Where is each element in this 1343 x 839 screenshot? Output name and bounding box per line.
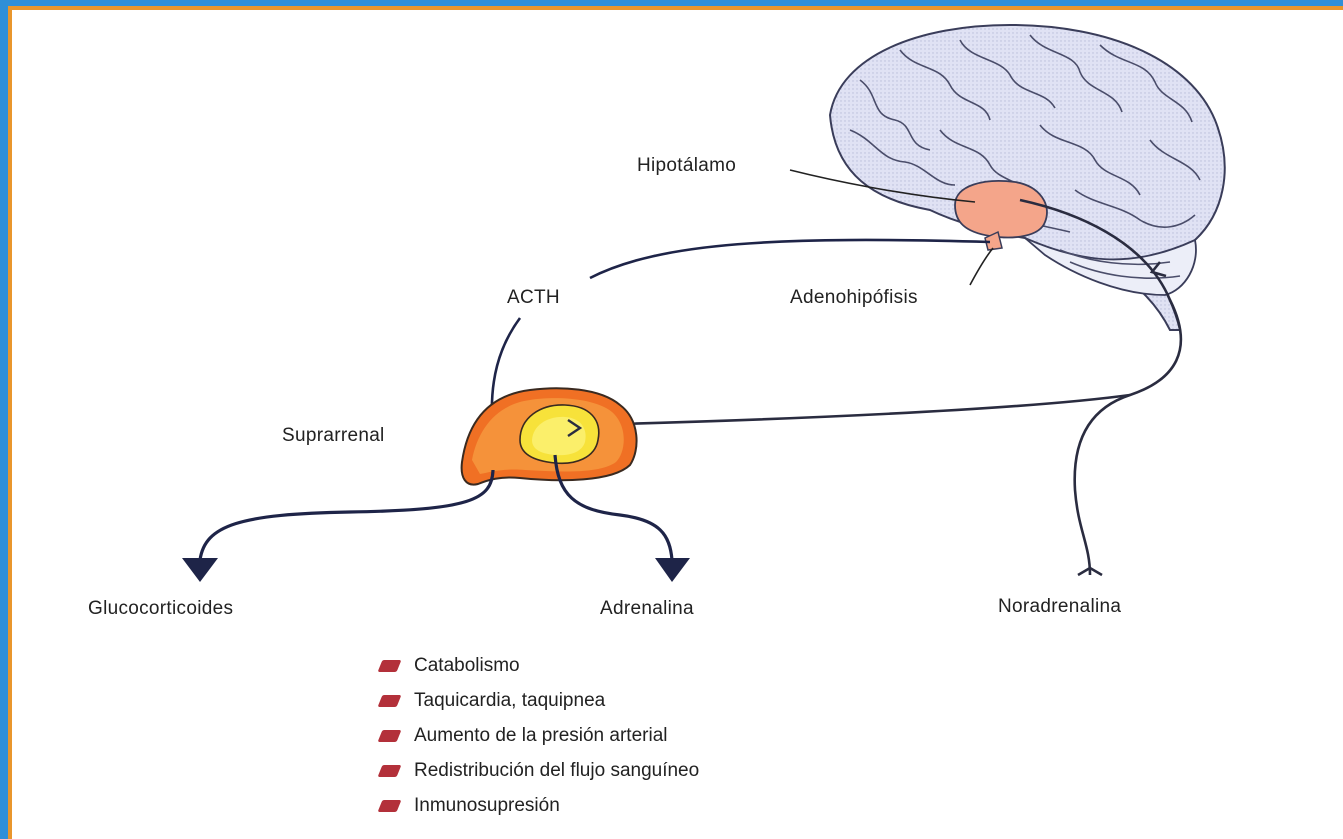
effect-item: Redistribución del flujo sanguíneo — [380, 753, 699, 788]
adenohipofisis-leader-line — [970, 248, 993, 285]
bullet-icon — [378, 765, 402, 777]
effects-list: Catabolismo Taquicardia, taquipnea Aumen… — [380, 648, 699, 823]
label-noradrenalina: Noradrenalina — [998, 596, 1121, 618]
hypothalamus-shape — [955, 181, 1047, 238]
effect-item: Catabolismo — [380, 648, 699, 683]
label-glucocorticoides: Glucocorticoides — [88, 598, 233, 620]
effect-label: Redistribución del flujo sanguíneo — [414, 760, 699, 782]
label-hipotalamo: Hipotálamo — [637, 155, 736, 177]
effect-item: Taquicardia, taquipnea — [380, 683, 699, 718]
bullet-icon — [378, 695, 402, 707]
glucocorticoides-arrowhead — [182, 558, 218, 582]
label-acth: ACTH — [507, 287, 560, 309]
effect-label: Catabolismo — [414, 655, 520, 677]
label-adrenalina: Adrenalina — [600, 598, 694, 620]
adrenal-gland-shape — [462, 388, 637, 484]
brain-illustration — [830, 25, 1225, 330]
label-suprarrenal: Suprarrenal — [282, 425, 385, 447]
effect-label: Taquicardia, taquipnea — [414, 690, 605, 712]
label-adenohipofisis: Adenohipófisis — [790, 287, 918, 309]
glucocorticoides-arrow — [200, 470, 493, 560]
bullet-icon — [378, 660, 402, 672]
effect-item: Aumento de la presión arterial — [380, 718, 699, 753]
effect-label: Aumento de la presión arterial — [414, 725, 667, 747]
effect-item: Inmunosupresión — [380, 788, 699, 823]
adrenalina-arrowhead — [655, 558, 690, 582]
bullet-icon — [378, 800, 402, 812]
bullet-icon — [378, 730, 402, 742]
acth-pathway-line — [590, 240, 990, 278]
effect-label: Inmunosupresión — [414, 795, 560, 817]
